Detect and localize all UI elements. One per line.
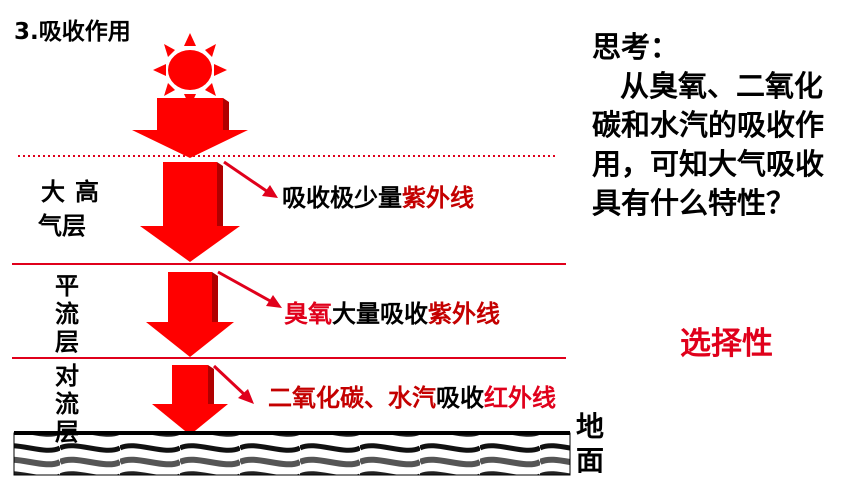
tropo-label-char: 对 <box>55 362 79 390</box>
ground-surface <box>13 432 571 476</box>
section-title: 3.吸收作用 <box>14 19 131 45</box>
annotation-text: 吸收 <box>436 384 484 412</box>
strato-label-char: 流 <box>55 300 79 328</box>
ground-label-char: 地 <box>576 410 605 443</box>
tropo-layer-label: 对 流 层 <box>52 362 82 446</box>
strato-layer-label: 平 流 层 <box>52 272 82 356</box>
annotation-highlight: 红外线 <box>484 384 556 412</box>
upper-layer-char: 高 <box>75 178 99 206</box>
ground-label: 地 面 <box>576 410 604 478</box>
annotation-gas: 二氧化碳、水汽 <box>268 384 436 412</box>
annotation-highlight: 紫外线 <box>428 300 500 328</box>
tropo-label-char: 流 <box>55 390 79 418</box>
upper-layer-char: 大 <box>41 178 65 206</box>
arrow-tropo <box>152 365 228 435</box>
sun-icon <box>153 33 227 107</box>
pointer-tropo <box>212 364 254 404</box>
question-body: 从臭氧、二氧化碳和水汽的吸收作用，可知大气吸收具有什么特性？ <box>592 69 825 220</box>
upper-layer-label-col2: 高 <box>72 178 102 206</box>
upper-layer-label-row2: 气层 <box>38 212 86 240</box>
annotation-highlight: 紫外线 <box>402 184 474 212</box>
upper-layer-label-col1: 大 <box>38 178 68 206</box>
strato-annotation: 臭氧大量吸收紫外线 <box>284 294 500 329</box>
strato-label-char: 层 <box>55 328 79 356</box>
tropo-label-char: 层 <box>55 418 79 446</box>
think-question: 思考： 从臭氧、二氧化碳和水汽的吸收作用，可知大气吸收具有什么特性？ <box>592 28 842 223</box>
pointer-strato <box>217 270 282 308</box>
arrow-top <box>132 98 248 158</box>
annotation-text: 吸收极少量 <box>282 184 402 212</box>
pointer-upper <box>223 160 278 198</box>
ground-label-char: 面 <box>576 444 605 477</box>
strato-label-char: 平 <box>55 272 79 300</box>
annotation-gas: 臭氧 <box>284 300 332 328</box>
upper-annotation: 吸收极少量紫外线 <box>282 178 474 213</box>
annotation-text: 大量吸收 <box>332 300 428 328</box>
arrow-upper <box>140 162 240 262</box>
arrow-strato <box>146 272 234 357</box>
tropo-annotation: 二氧化碳、水汽吸收红外线 <box>268 378 556 413</box>
question-body-wrap: 从臭氧、二氧化碳和水汽的吸收作用，可知大气吸收具有什么特性？ <box>592 67 842 223</box>
question-heading: 思考： <box>592 30 680 64</box>
answer-text: 选择性 <box>680 326 773 362</box>
